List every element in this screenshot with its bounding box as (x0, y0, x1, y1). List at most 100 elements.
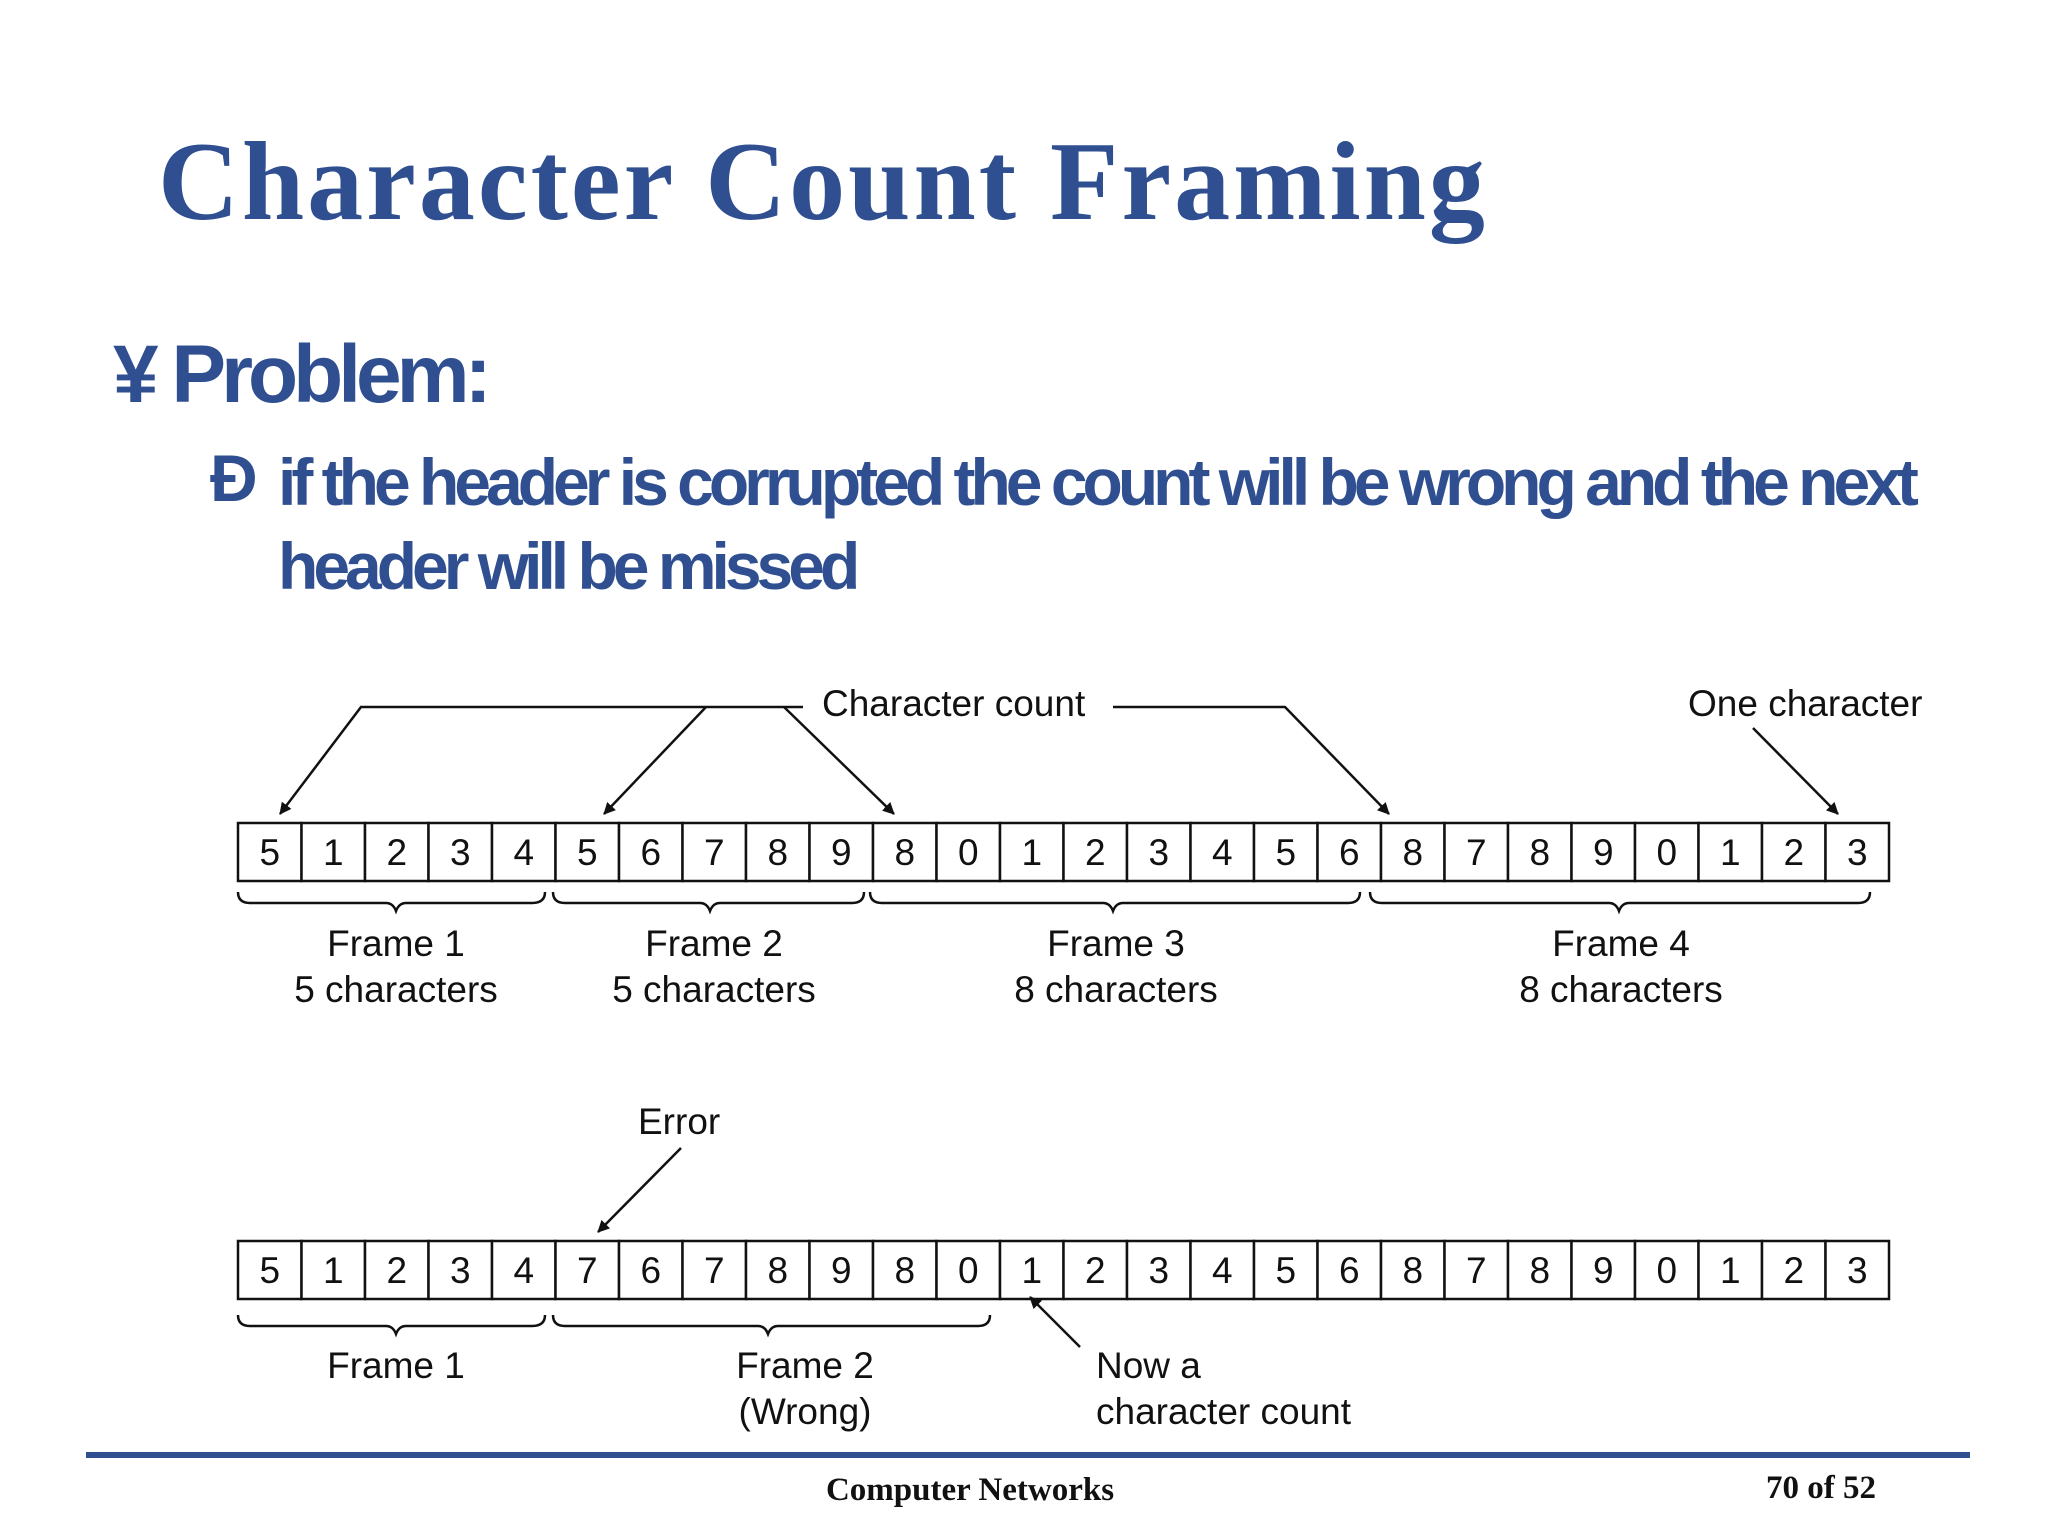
brace-frame-2 (551, 891, 866, 915)
stream-a-cell-box (300, 821, 367, 883)
stream-a-cell-value: 3 (450, 832, 471, 873)
brace-frame-1 (236, 891, 547, 915)
callout-one-character: One character (1688, 683, 1922, 724)
stream-b-cell-value: 7 (1466, 1250, 1487, 1291)
stream-b-cell-value: 2 (1085, 1250, 1106, 1291)
stream-b-cell-box (1633, 1239, 1700, 1301)
frame-3-label: Frame 3 (1047, 923, 1185, 964)
stream-b-cell-value: 1 (323, 1250, 344, 1291)
frame-2-detail: 5 characters (612, 969, 816, 1010)
stream-a-cell-value: 7 (704, 832, 725, 873)
stream-b-cell-box (617, 1239, 684, 1301)
stream-a-cell-value: 7 (1466, 832, 1487, 873)
stream-b-cell-box (1760, 1239, 1827, 1301)
stream-a-cell-value: 0 (958, 832, 979, 873)
stream-b-cell-value: 9 (831, 1250, 852, 1291)
stream-b-cell-value: 4 (513, 1250, 534, 1291)
error-arrow (597, 1147, 682, 1233)
stream-a-cell-box (681, 821, 748, 883)
stream-b-cell-value: 5 (1275, 1250, 1296, 1291)
callout-line-right-1 (783, 706, 895, 815)
stream-b-cell-value: 9 (1593, 1250, 1614, 1291)
stream-a-cell-value: 1 (323, 832, 344, 873)
stream-b-cell-box (554, 1239, 621, 1301)
stream-b-cell-box (1443, 1239, 1510, 1301)
slide-title: Character Count Framing (158, 120, 1488, 244)
stream-a-cell-value: 6 (1339, 832, 1360, 873)
frame-b-1-label: Frame 1 (327, 1345, 465, 1386)
stream-a-cell-value: 5 (1275, 832, 1296, 873)
frame-4-detail: 8 characters (1519, 969, 1723, 1010)
one-character-arrow (1752, 727, 1839, 815)
frame-2-label: Frame 2 (645, 923, 783, 964)
stream-b-cell-value: 8 (1402, 1250, 1423, 1291)
frame-3-detail: 8 characters (1014, 969, 1218, 1010)
stream-a-cell-value: 2 (1783, 832, 1804, 873)
stream-b-cell-value: 3 (1148, 1250, 1169, 1291)
callout-now-a: Now a (1096, 1345, 1201, 1386)
stream-a-cell-value: 2 (386, 832, 407, 873)
stream-b-cell-box (998, 1239, 1065, 1301)
now-count-arrow (1029, 1296, 1081, 1348)
stream-a-cell-value: 5 (259, 832, 280, 873)
stream-a-cell-box (1125, 821, 1192, 883)
footer-rule (86, 1452, 1970, 1458)
brace-frame-4 (1368, 891, 1872, 915)
stream-a-cell-value: 6 (640, 832, 661, 873)
stream-a-cell-box (427, 821, 494, 883)
stream-b-cell-box (1697, 1239, 1764, 1301)
stream-b-cell-value: 6 (640, 1250, 661, 1291)
stream-a-cell-value: 3 (1847, 832, 1868, 873)
stream-a-cell-value: 8 (767, 832, 788, 873)
stream-a-cell-value: 0 (1656, 832, 1677, 873)
stream-a-cell-value: 8 (1402, 832, 1423, 873)
frame-1-label: Frame 1 (327, 923, 465, 964)
stream-a-cell-value: 9 (831, 832, 852, 873)
brace-b-frame-1 (236, 1314, 547, 1338)
stream-b-cell-value: 7 (704, 1250, 725, 1291)
stream-a-cell-box (998, 821, 1065, 883)
stream-a-cell-box (1316, 821, 1383, 883)
callout-line-right-2 (1113, 705, 1390, 815)
stream-a-cell-value: 8 (894, 832, 915, 873)
brace-frame-3 (868, 891, 1362, 915)
stream-b-cell-value: 8 (894, 1250, 915, 1291)
stream-b-cell-value: 3 (1847, 1250, 1868, 1291)
stream-a-cell-box (935, 821, 1002, 883)
stream-b-cell-box (1506, 1239, 1573, 1301)
stream-a-cell-box (1443, 821, 1510, 883)
callout-character-count-2: character count (1096, 1391, 1352, 1432)
stream-a-cell-box (1824, 821, 1891, 883)
stream-a-cell-value: 1 (1021, 832, 1042, 873)
callout-line-mid (603, 706, 707, 815)
stream-b-cell-value: 0 (958, 1250, 979, 1291)
stream-a-cell-box (1189, 821, 1256, 883)
stream-b-cell-box (1125, 1239, 1192, 1301)
callout-character-count: Character count (822, 683, 1086, 724)
stream-b-cell-value: 6 (1339, 1250, 1360, 1291)
stream-b-cell-value: 2 (1783, 1250, 1804, 1291)
footer-page-number: 70 of 52 (1766, 1470, 1876, 1506)
stream-a-cell-box (1760, 821, 1827, 883)
stream-b-cell-box (744, 1239, 811, 1301)
stream-a-cell-value: 4 (1212, 832, 1233, 873)
bullet-text: Problem: (171, 329, 491, 420)
bullet-problem: ¥ Problem: (113, 328, 492, 422)
stream-b-cell-box (1316, 1239, 1383, 1301)
stream-b-cell-box (236, 1239, 303, 1301)
stream-b-cell-value: 5 (259, 1250, 280, 1291)
stream-b-cell-value: 1 (1021, 1250, 1042, 1291)
frame-braces-a (236, 891, 1872, 915)
stream-b-cell-value: 1 (1720, 1250, 1741, 1291)
stream-a-cell-value: 9 (1593, 832, 1614, 873)
stream-b-cell-box (1824, 1239, 1891, 1301)
stream-b-cell-value: 7 (577, 1250, 598, 1291)
stream-b-cell-box (1189, 1239, 1256, 1301)
stream-a-cell-value: 3 (1148, 832, 1169, 873)
sub-bullet-text: if the header is corrupted the count wil… (278, 445, 1919, 603)
stream-a-cell-box (1633, 821, 1700, 883)
stream-a-cell-box (808, 821, 875, 883)
